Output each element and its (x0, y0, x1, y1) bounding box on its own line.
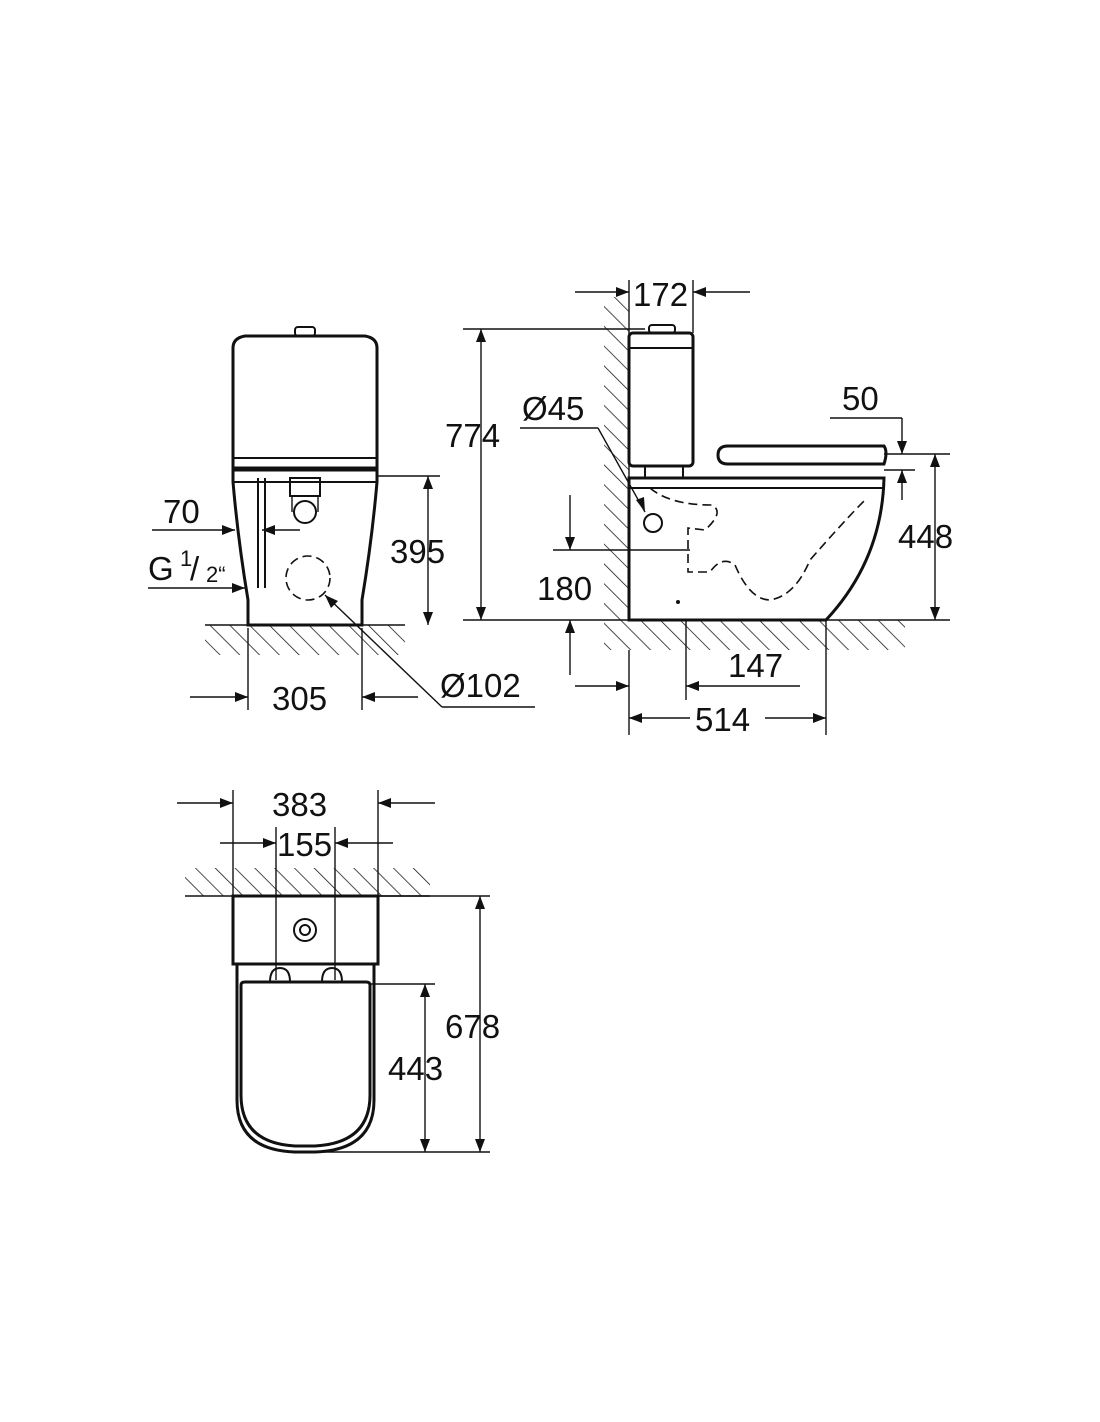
dim-g-frac-num: 1 (180, 546, 192, 571)
top-wall-hatch (185, 868, 430, 896)
dim-g-frac-den: 2“ (206, 562, 226, 587)
top-cistern (231, 894, 380, 966)
dim-395: 395 (390, 533, 445, 570)
dim-678: 678 (445, 1008, 500, 1045)
dim-70: 70 (163, 493, 200, 530)
dim-443: 443 (388, 1050, 443, 1087)
hinge-left (269, 966, 291, 983)
dim-50: 50 (842, 380, 879, 417)
toilet-seat (716, 444, 888, 466)
dim-d102: Ø102 (440, 667, 521, 704)
dim-448: 448 (898, 518, 953, 555)
dim-147: 147 (728, 647, 783, 684)
flush-button (294, 326, 316, 337)
outlet-circle (285, 555, 331, 601)
dim-155: 155 (277, 826, 332, 863)
front-floor-hatch (205, 625, 405, 655)
hinge-right (321, 966, 343, 983)
valve-outlet (293, 500, 317, 524)
top-seat (239, 980, 372, 1148)
side-flush-button (648, 324, 676, 334)
top-bowl (235, 962, 376, 1154)
top-view: 383 155 678 443 (177, 786, 500, 1154)
side-cistern (627, 331, 695, 468)
front-cistern (231, 334, 379, 470)
side-valve (644, 465, 684, 479)
side-view: 172 774 Ø45 50 448 180 (445, 276, 953, 738)
dim-383: 383 (272, 786, 327, 823)
flush-pipe (643, 513, 663, 533)
front-view: 70 G 1 / 2“ 395 305 Ø102 (148, 326, 535, 717)
trap-outline (649, 487, 866, 601)
wall-hatch (604, 297, 629, 620)
side-floor-hatch (604, 620, 905, 650)
dim-514: 514 (695, 701, 750, 738)
dim-305: 305 (272, 680, 327, 717)
fill-valve (289, 477, 321, 497)
dim-g-slash: / (190, 550, 200, 587)
side-bowl (627, 476, 886, 622)
front-bowl (231, 468, 379, 627)
dim-g-thread: G (148, 550, 174, 587)
dim-774: 774 (445, 417, 500, 454)
dim-180: 180 (537, 570, 592, 607)
dim-d45: Ø45 (522, 390, 584, 427)
top-flush-button (293, 918, 317, 942)
dim-172: 172 (633, 276, 688, 313)
